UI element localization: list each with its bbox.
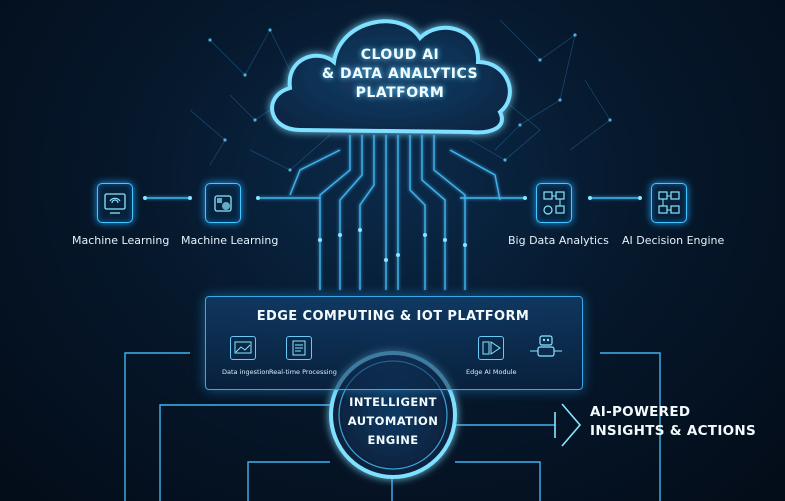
engine-title: INTELLIGENT AUTOMATION ENGINE	[347, 395, 439, 447]
image-icon	[230, 336, 256, 360]
module-label-edge-ai: Edge AI Module	[466, 368, 517, 376]
right-node-label-1: Big Data Analytics	[508, 234, 609, 247]
wifi-monitor-icon	[97, 183, 133, 223]
lower-connectors	[124, 352, 661, 501]
left-node-label-1: Machine Learning	[72, 234, 170, 247]
robot-icon	[528, 332, 564, 360]
flowchart-icon	[651, 183, 687, 223]
edge-platform-panel	[205, 296, 583, 390]
edge-platform-title: EDGE COMPUTING & IOT PLATFORM	[256, 309, 530, 324]
network-nodes	[208, 28, 612, 172]
chip-gear-icon	[205, 183, 241, 223]
cloud-title: CLOUD AI & DATA ANALYTICS PLATFORM	[321, 47, 479, 101]
insights-title: AI-POWERED INSIGHTS & ACTIONS	[590, 404, 757, 439]
circuit-traces	[145, 135, 640, 290]
insights-arrow	[554, 403, 582, 447]
left-node-label-2: Machine Learning	[181, 234, 279, 247]
trace-nodes	[143, 196, 642, 262]
module-label-real-time-processing: Real-time Processing	[269, 368, 337, 376]
module-label-data-ingestion: Data ingestion	[222, 368, 270, 376]
right-node-label-2: AI Decision Engine	[622, 234, 725, 247]
workflow-icon	[536, 183, 572, 223]
document-icon	[286, 336, 312, 360]
cloud-shape	[270, 19, 512, 135]
play-icon	[478, 336, 504, 360]
